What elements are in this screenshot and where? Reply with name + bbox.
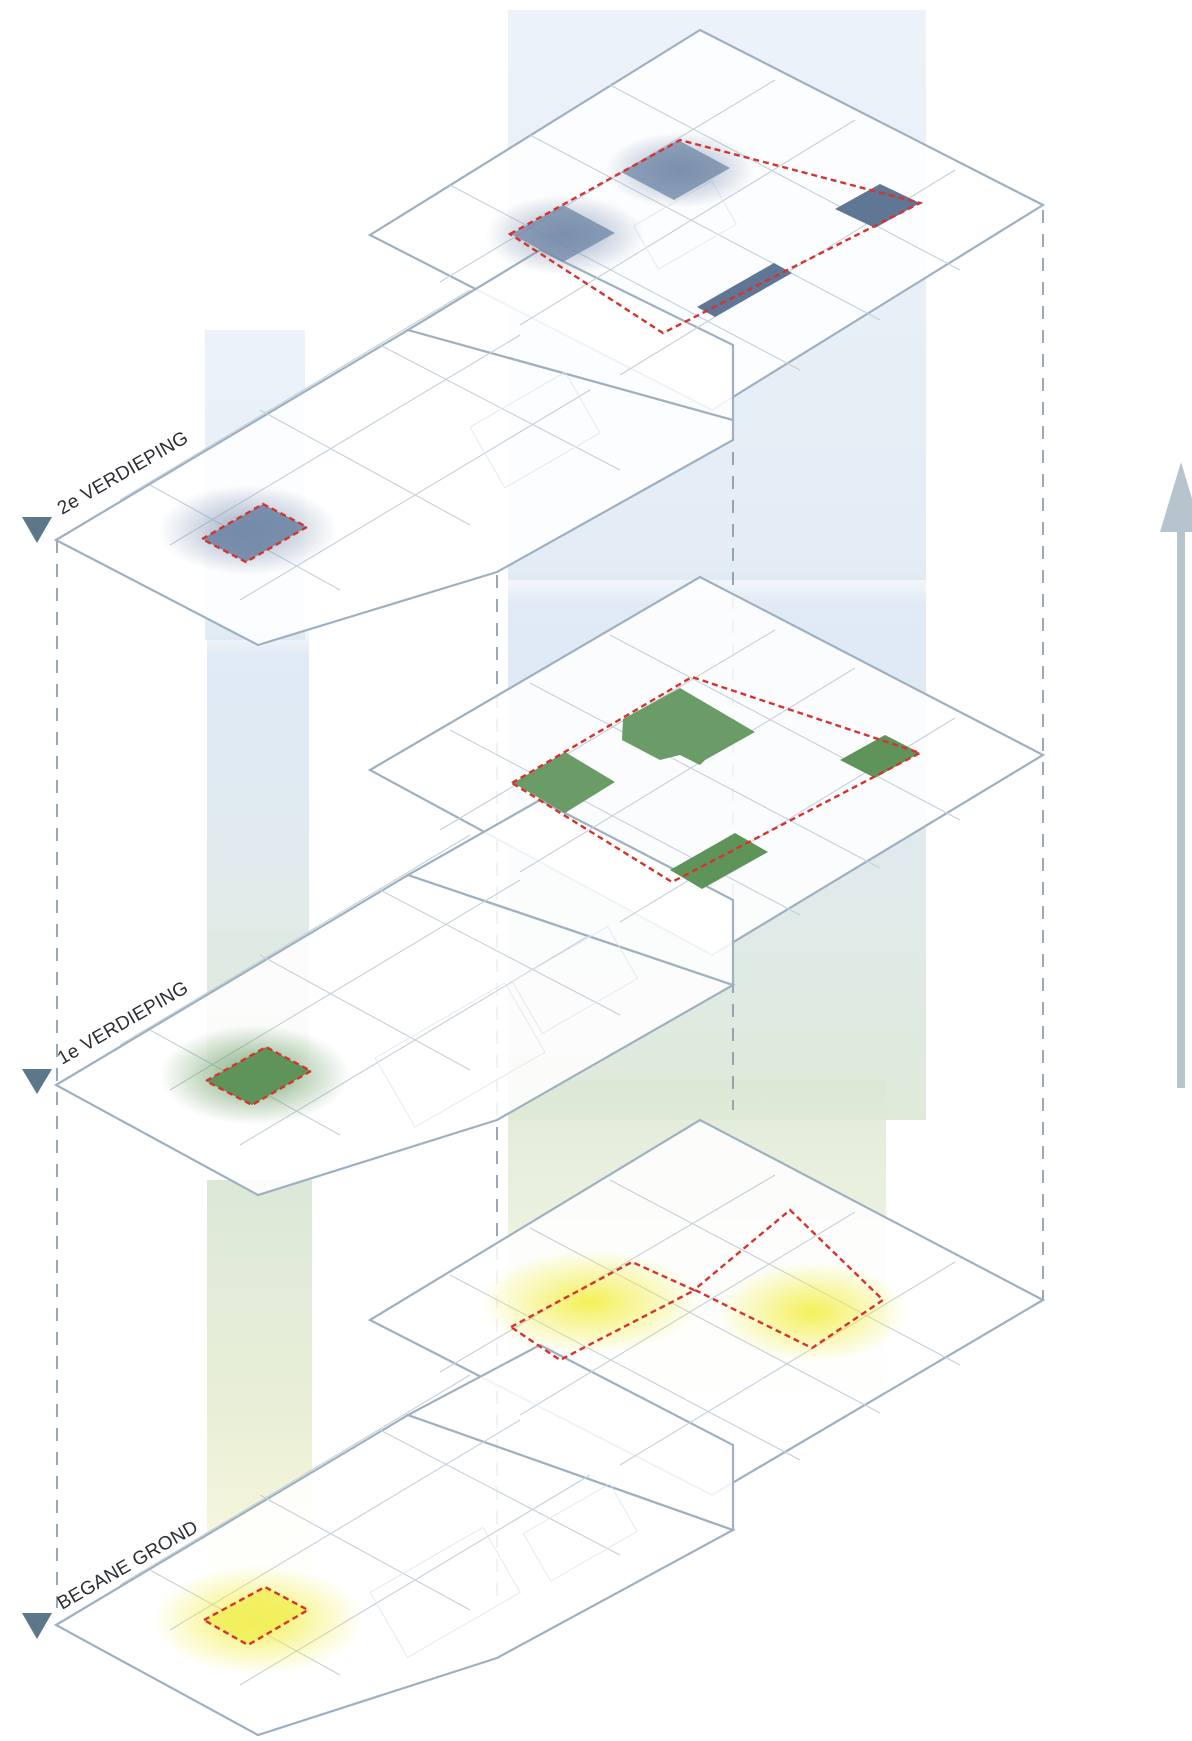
- floor-begane-grond: [53, 1118, 1046, 1737]
- triangle-down-icon: [22, 1069, 52, 1094]
- floor-0-connector: [405, 1343, 735, 1532]
- boundary-floor-0-east: [508, 1208, 885, 1362]
- arrow-up-icon: [1160, 462, 1192, 1088]
- zone-green-east-d: [670, 833, 768, 889]
- boundary-floor-1-east: [509, 675, 924, 884]
- zone-blue-east-a: [511, 205, 615, 262]
- floor-0-glow-east-a: [480, 1250, 700, 1354]
- zone-green-west: [206, 1047, 311, 1105]
- floor-0-glow-east-b: [717, 1262, 907, 1362]
- boundary-floor-2-east: [507, 138, 924, 335]
- zone-green-east-b: [622, 688, 755, 765]
- zone-blue-east-c: [835, 184, 920, 228]
- zone-green-east-c: [840, 735, 920, 778]
- zone-green-east-a: [513, 752, 615, 813]
- boundary-floor-0-west: [201, 1585, 311, 1647]
- floor-1e-verdieping: [53, 575, 1046, 1197]
- triangle-down-icon: [22, 1613, 52, 1639]
- zone-blue-west: [202, 504, 307, 562]
- floor-2-connector: [405, 248, 735, 422]
- zone-blue-east-b: [621, 140, 730, 200]
- floor-1-connector: [405, 798, 735, 987]
- floor-2e-verdieping: [53, 28, 1046, 647]
- boundary-floor-1-west: [203, 1045, 314, 1107]
- triangle-down-icon: [22, 517, 52, 543]
- zone-yellow-west: [204, 1587, 308, 1645]
- floor-1-grid: [119, 629, 961, 1146]
